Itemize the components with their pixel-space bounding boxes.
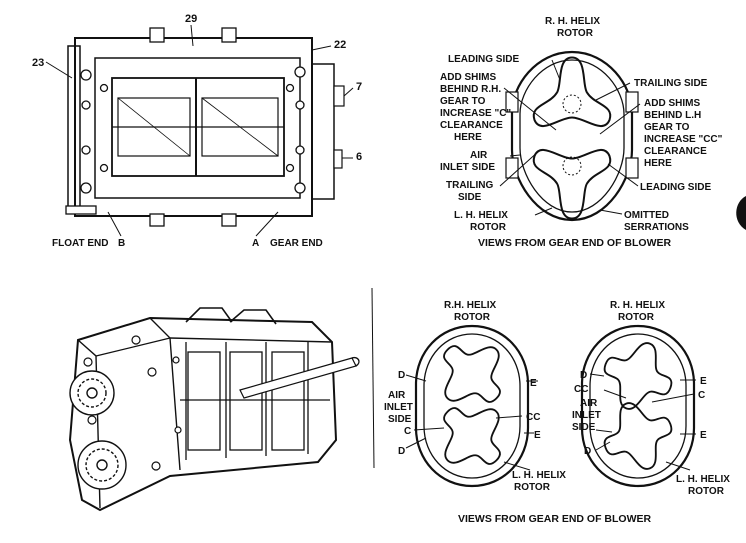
air-inlet-0: AIR <box>470 150 488 161</box>
page-edge-tab <box>736 196 746 230</box>
rotor-clearance-view-right <box>580 324 696 488</box>
callout-23: 23 <box>32 57 44 69</box>
add-shims-lh-4: CLEARANCE <box>644 146 707 157</box>
omitted-0: OMITTED <box>624 210 669 221</box>
lv-air-1: INLET <box>384 402 413 413</box>
float-end-label: FLOAT END <box>52 238 108 249</box>
rv-lh-rotor-0: L. H. HELIX <box>676 474 730 485</box>
add-shims-rh-1: BEHIND R.H. <box>440 84 501 95</box>
top-right-labels: R. H. HELIX ROTOR LEADING SIDE ADD SHIMS… <box>440 16 723 249</box>
lv-c: C <box>404 426 411 437</box>
callout-a: A <box>252 238 259 249</box>
trailing-left-1: SIDE <box>458 192 482 203</box>
add-shims-lh-1: BEHIND L.H <box>644 110 701 121</box>
lv-lh-rotor-1: ROTOR <box>514 482 551 493</box>
add-shims-rh-3: INCREASE "C" <box>440 108 511 119</box>
lv-air-2: SIDE <box>388 414 412 425</box>
rv-air-0: AIR <box>580 398 598 409</box>
rv-d-top: D <box>580 370 587 381</box>
rv-e-bottom: E <box>700 430 707 441</box>
rh-rotor-label-1: R. H. HELIX <box>545 16 600 27</box>
add-shims-rh-4: CLEARANCE <box>440 120 503 131</box>
add-shims-rh-2: GEAR TO <box>440 96 486 107</box>
rv-e-top: E <box>700 376 707 387</box>
lv-d-bottom: D <box>398 446 405 457</box>
rv-air-2: SIDE <box>572 422 596 433</box>
blower-isometric-view <box>68 307 360 512</box>
omitted-1: SERRATIONS <box>624 222 689 233</box>
lv-cc: CC <box>526 412 540 423</box>
section-divider <box>371 287 375 469</box>
leading-side-left: LEADING SIDE <box>448 54 519 65</box>
rotor-clearance-view-left <box>405 324 538 488</box>
rv-c: C <box>698 390 705 401</box>
rh-rotor-label-2: ROTOR <box>557 28 594 39</box>
add-shims-rh-0: ADD SHIMS <box>440 72 496 83</box>
lv-lh-rotor-0: L. H. HELIX <box>512 470 566 481</box>
add-shims-lh-5: HERE <box>644 158 672 169</box>
lv-e-top: E <box>530 378 537 389</box>
rv-lh-rotor-1: ROTOR <box>688 486 725 497</box>
rotor-timing-diagram-top <box>499 50 641 222</box>
callout-7: 7 <box>356 81 362 93</box>
lv-rh-rotor-1: ROTOR <box>454 312 491 323</box>
rv-rh-rotor-0: R. H. HELIX <box>610 300 665 311</box>
trailing-side-right: TRAILING SIDE <box>634 78 708 89</box>
bottom-right-caption: VIEWS FROM GEAR END OF BLOWER <box>458 513 651 525</box>
top-right-caption: VIEWS FROM GEAR END OF BLOWER <box>478 237 671 249</box>
lv-d-top: D <box>398 370 405 381</box>
rv-cc: CC <box>574 384 588 395</box>
add-shims-lh-3: INCREASE "CC" <box>644 134 723 145</box>
rv-air-1: INLET <box>572 410 601 421</box>
top-left-callouts: 29 22 23 7 6 FLOAT END B A GEAR END <box>32 13 362 249</box>
lv-e-bottom: E <box>534 430 541 441</box>
air-inlet-1: INLET SIDE <box>440 162 495 173</box>
lv-rh-rotor-0: R.H. HELIX <box>444 300 497 311</box>
add-shims-lh-2: GEAR TO <box>644 122 690 133</box>
blower-housing-top-view <box>65 27 345 227</box>
leading-side-right: LEADING SIDE <box>640 182 711 193</box>
add-shims-lh-0: ADD SHIMS <box>644 98 700 109</box>
bottom-left-view-labels: R.H. HELIX ROTOR D E AIR INLET SIDE CC C… <box>384 300 566 493</box>
rv-d-bottom: D <box>584 446 591 457</box>
add-shims-rh-5: HERE <box>454 132 482 143</box>
callout-6: 6 <box>356 151 362 163</box>
callout-29: 29 <box>185 13 197 25</box>
lh-rotor-1: ROTOR <box>470 222 507 233</box>
lh-rotor-0: L. H. HELIX <box>454 210 508 221</box>
callout-b: B <box>118 238 125 249</box>
lv-air-0: AIR <box>388 390 406 401</box>
gear-end-label: GEAR END <box>270 238 323 249</box>
bottom-right-view-labels: R. H. HELIX ROTOR D CC E C AIR INLET SID… <box>572 300 730 497</box>
callout-22: 22 <box>334 39 346 51</box>
rv-rh-rotor-1: ROTOR <box>618 312 655 323</box>
trailing-left-0: TRAILING <box>446 180 493 191</box>
